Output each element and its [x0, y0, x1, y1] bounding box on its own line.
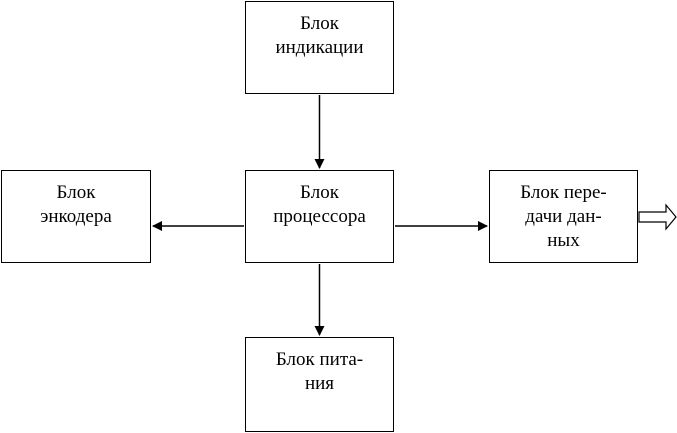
processor-block-label: Блок процессора — [273, 182, 366, 227]
power-supply-block: Блок пита- ния — [245, 337, 394, 432]
encoder-block: Блок энкодера — [1, 170, 151, 263]
indication-block: Блок индикации — [245, 1, 394, 94]
data-transmission-block: Блок пере- дачи дан- ных — [489, 170, 638, 263]
encoder-block-label: Блок энкодера — [40, 182, 112, 227]
indication-block-label: Блок индикации — [275, 13, 364, 58]
power-supply-block-label: Блок пита- ния — [275, 349, 364, 394]
data-transmission-block-label: Блок пере- дачи дан- ных — [520, 182, 607, 251]
processor-block: Блок процессора — [245, 170, 394, 263]
external-output-arrow — [638, 203, 677, 231]
